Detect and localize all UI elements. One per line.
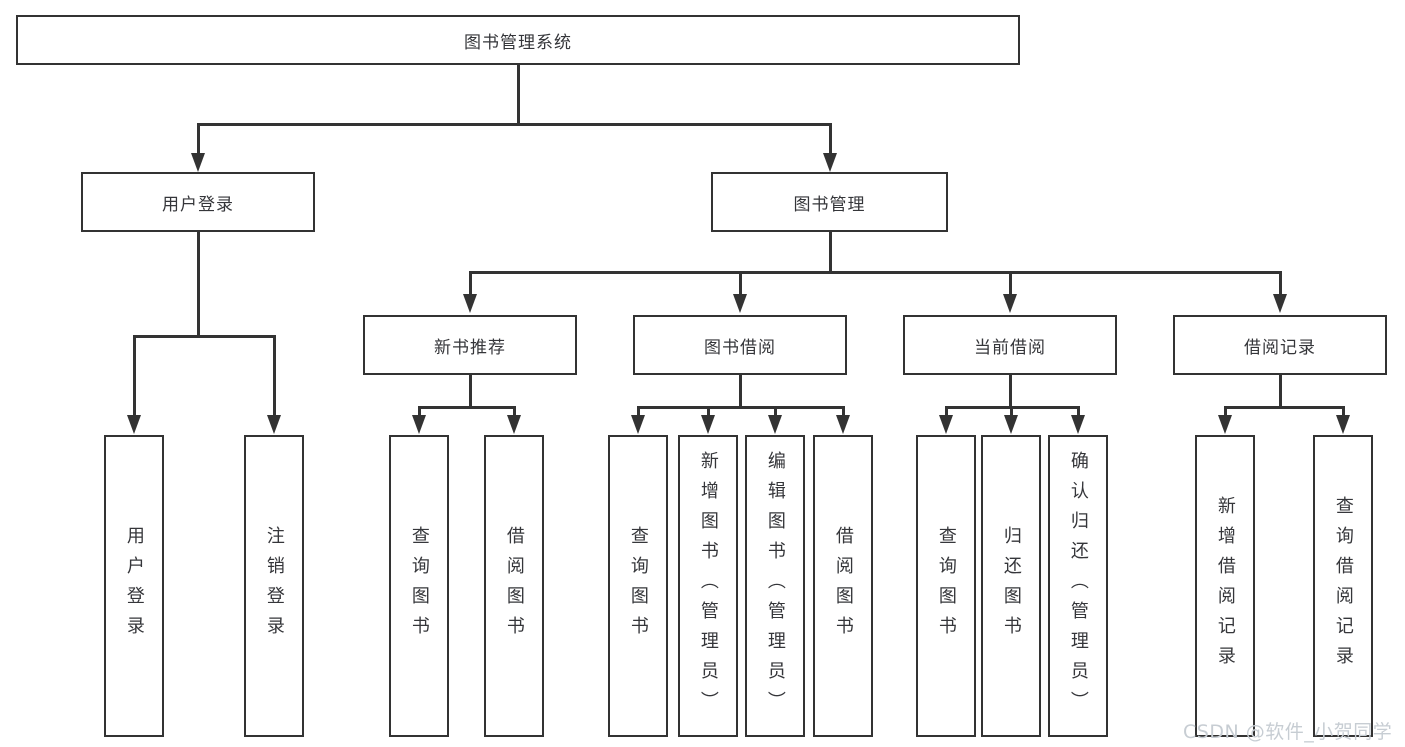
node-new-book-recommend: 新书推荐 (363, 315, 577, 375)
edge-to-leaf (1342, 406, 1345, 418)
node-leaf-user-login: 用户登录 (104, 435, 164, 737)
edge-to-leaf (774, 406, 777, 418)
arrowhead-down (1273, 294, 1287, 313)
arrowhead-down (127, 415, 141, 434)
node-leaf-add-books-admin: 新增图书（管理员） (678, 435, 738, 737)
edge-user-login-span (133, 335, 275, 338)
node-label: 注销登录 (263, 526, 285, 646)
node-leaf-edit-books-admin: 编辑图书（管理员） (745, 435, 805, 737)
node-label: 图书管理系统 (464, 32, 572, 53)
edge-to-leaf (945, 406, 948, 418)
node-label: 图书管理 (793, 194, 866, 215)
node-label: 借阅图书 (832, 526, 854, 646)
edge-to-book-management (829, 123, 832, 155)
arrowhead-down (1218, 415, 1232, 434)
node-leaf-query-books-borrowing: 查询图书 (608, 435, 668, 737)
edge-book-borrowing-span (637, 406, 845, 409)
node-leaf-add-borrow-record: 新增借阅记录 (1195, 435, 1255, 737)
edge-to-leaf (1224, 406, 1227, 418)
edge-to-new-book-recommend (469, 271, 472, 296)
arrowhead-down (507, 415, 521, 434)
edge-borrow-records-span (1224, 406, 1344, 409)
node-label: 借阅记录 (1244, 337, 1316, 358)
node-label: 编辑图书（管理员） (764, 451, 786, 721)
node-leaf-logout: 注销登录 (244, 435, 304, 737)
node-label: 图书借阅 (704, 337, 776, 358)
arrowhead-down (701, 415, 715, 434)
node-label: 当前借阅 (974, 337, 1046, 358)
node-leaf-borrow-books-recommend: 借阅图书 (484, 435, 544, 737)
arrowhead-down (1004, 415, 1018, 434)
node-leaf-return-books: 归还图书 (981, 435, 1041, 737)
node-book-borrowing: 图书借阅 (633, 315, 847, 375)
node-label: 用户登录 (162, 194, 234, 215)
edge-to-leaf (513, 406, 516, 418)
edge-to-leaf (637, 406, 640, 418)
arrowhead-down (836, 415, 850, 434)
node-label: 用户登录 (123, 526, 145, 646)
edge-to-leaf-user-login (133, 335, 136, 417)
arrowhead-down (1336, 415, 1350, 434)
node-label: 查询图书 (935, 526, 957, 646)
edge-to-book-borrowing (739, 271, 742, 296)
node-borrow-records: 借阅记录 (1173, 315, 1387, 375)
node-leaf-query-borrow-record: 查询借阅记录 (1313, 435, 1373, 737)
node-current-borrowing: 当前借阅 (903, 315, 1117, 375)
node-label: 查询借阅记录 (1332, 496, 1354, 676)
arrowhead-down (1003, 294, 1017, 313)
edge-to-leaf (842, 406, 845, 418)
arrowhead-down (191, 153, 205, 172)
edge-to-borrow-records (1279, 271, 1282, 296)
edge-book-management-span (469, 271, 1281, 274)
arrowhead-down (1071, 415, 1085, 434)
edge-to-current-borrowing (1009, 271, 1012, 296)
arrowhead-down (823, 153, 837, 172)
node-book-management-system: 图书管理系统 (16, 15, 1020, 65)
edge-to-leaf (1077, 406, 1080, 418)
node-leaf-confirm-return-admin: 确认归还（管理员） (1048, 435, 1108, 737)
arrowhead-down (267, 415, 281, 434)
node-label: 借阅图书 (503, 526, 525, 646)
arrowhead-down (463, 294, 477, 313)
edge-new-book-recommend-span (418, 406, 516, 409)
edge-current-borrowing-stem (1009, 374, 1012, 408)
node-label: 新书推荐 (434, 337, 506, 358)
node-label: 确认归还（管理员） (1067, 451, 1089, 721)
edge-to-leaf (1010, 406, 1013, 418)
edge-to-user-login (197, 123, 200, 155)
node-label: 归还图书 (1000, 526, 1022, 646)
edge-to-leaf (707, 406, 710, 418)
edge-book-borrowing-stem (739, 374, 742, 408)
edge-new-book-recommend-stem (469, 374, 472, 408)
node-leaf-borrow-books-borrowing: 借阅图书 (813, 435, 873, 737)
node-book-management: 图书管理 (711, 172, 948, 232)
node-label: 查询图书 (627, 526, 649, 646)
edge-user-login-stem (197, 231, 200, 337)
edge-to-leaf (418, 406, 421, 418)
arrowhead-down (631, 415, 645, 434)
arrowhead-down (768, 415, 782, 434)
edge-root-stem (517, 64, 520, 125)
edge-book-management-stem (829, 231, 832, 273)
node-label: 新增借阅记录 (1214, 496, 1236, 676)
arrowhead-down (733, 294, 747, 313)
edge-to-leaf-logout (273, 335, 276, 417)
node-leaf-query-books-current: 查询图书 (916, 435, 976, 737)
node-label: 查询图书 (408, 526, 430, 646)
edge-borrow-records-stem (1279, 374, 1282, 408)
node-user-login: 用户登录 (81, 172, 315, 232)
arrowhead-down (939, 415, 953, 434)
edge-root-span (197, 123, 831, 126)
csdn-watermark: CSDN @软件_小贺同学 (1183, 721, 1393, 743)
node-leaf-query-books-recommend: 查询图书 (389, 435, 449, 737)
arrowhead-down (412, 415, 426, 434)
node-label: 新增图书（管理员） (697, 451, 719, 721)
